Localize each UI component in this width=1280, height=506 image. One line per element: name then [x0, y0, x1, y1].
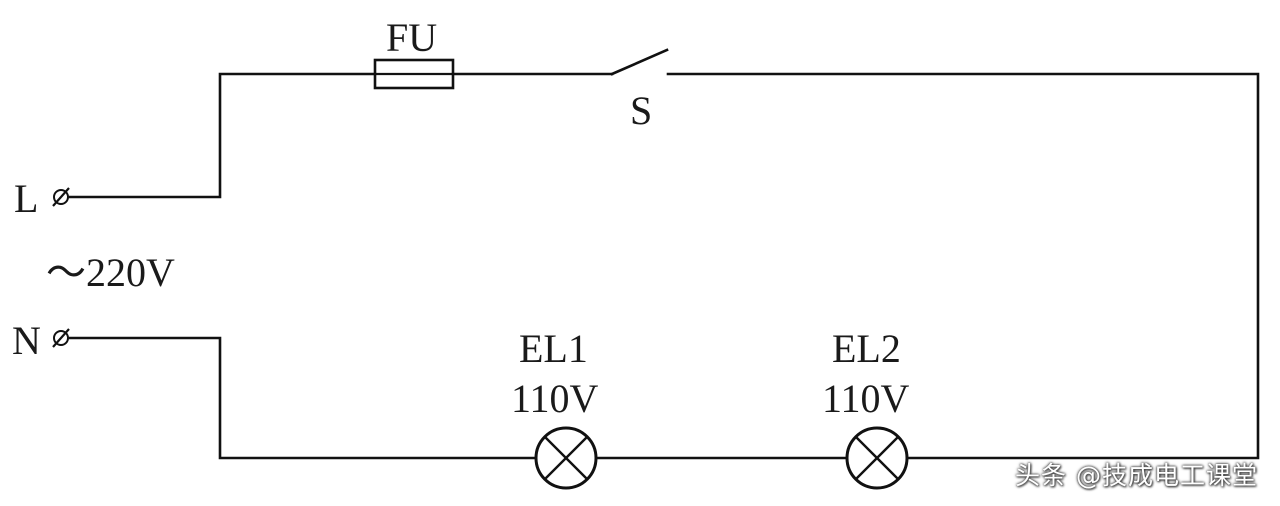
supply-voltage-label: ～220V	[46, 250, 175, 295]
switch-symbol	[610, 48, 669, 76]
watermark-text: 头条 @技成电工课堂	[1015, 461, 1258, 490]
fuse-symbol	[373, 58, 455, 90]
switch-label: S	[630, 88, 652, 133]
neutral-terminal-symbol	[52, 328, 70, 348]
lamp1-icon	[534, 426, 598, 490]
lamp2-name-label: EL2	[832, 326, 901, 371]
line-terminal-symbol	[52, 187, 70, 207]
lamp1-voltage-label: 110V	[511, 376, 599, 421]
neutral-terminal-label: N	[12, 318, 41, 363]
line-terminal-label: L	[14, 176, 38, 221]
lamp2-voltage-label: 110V	[822, 376, 910, 421]
lamp1-name-label: EL1	[519, 326, 588, 371]
line-wire	[68, 72, 1260, 460]
neutral-wire	[68, 336, 848, 460]
lamp2-icon	[845, 426, 909, 490]
fuse-label: FU	[386, 15, 437, 60]
